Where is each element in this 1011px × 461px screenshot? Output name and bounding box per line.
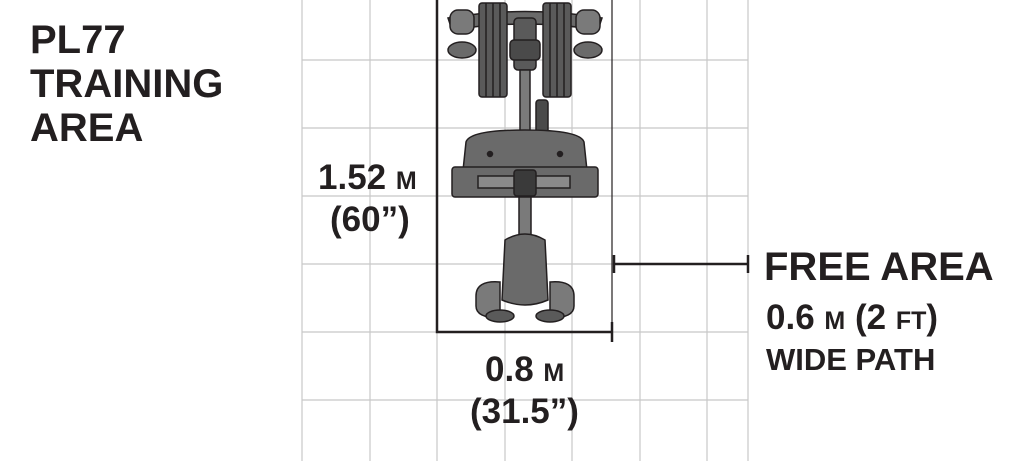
footprint-outline — [435, 0, 612, 334]
depth-dimension-label: 1.52 M — [318, 158, 417, 198]
title-line: TRAINING — [30, 62, 224, 106]
free-area-meters: 0.6 — [766, 298, 815, 337]
depth-value: 1.52 — [318, 158, 387, 197]
area-title: PL77 TRAINING AREA — [30, 18, 223, 150]
free-area-path-label: WIDE PATH — [766, 342, 936, 377]
free-area-close-paren: ) — [926, 298, 939, 337]
free-area-indicator — [612, 255, 750, 273]
title-line: PL77 — [30, 18, 126, 62]
width-imperial-label: (31.5”) — [470, 392, 579, 431]
free-area-heading: FREE AREA — [764, 245, 994, 289]
free-area-feet-unit: FT — [895, 307, 927, 335]
free-area-feet: (2 — [854, 298, 887, 337]
width-dimension-label: 0.8 M — [485, 350, 564, 390]
free-area-dimension: 0.6 M (2 FT) — [766, 298, 938, 338]
free-area-meter-unit: M — [824, 307, 846, 335]
depth-imperial-label: (60”) — [330, 200, 410, 239]
leg-press-machine-illustration — [447, 2, 603, 323]
width-value: 0.8 — [485, 350, 534, 389]
width-unit: M — [543, 359, 565, 387]
depth-unit: M — [395, 167, 417, 195]
title-line: AREA — [30, 106, 144, 150]
